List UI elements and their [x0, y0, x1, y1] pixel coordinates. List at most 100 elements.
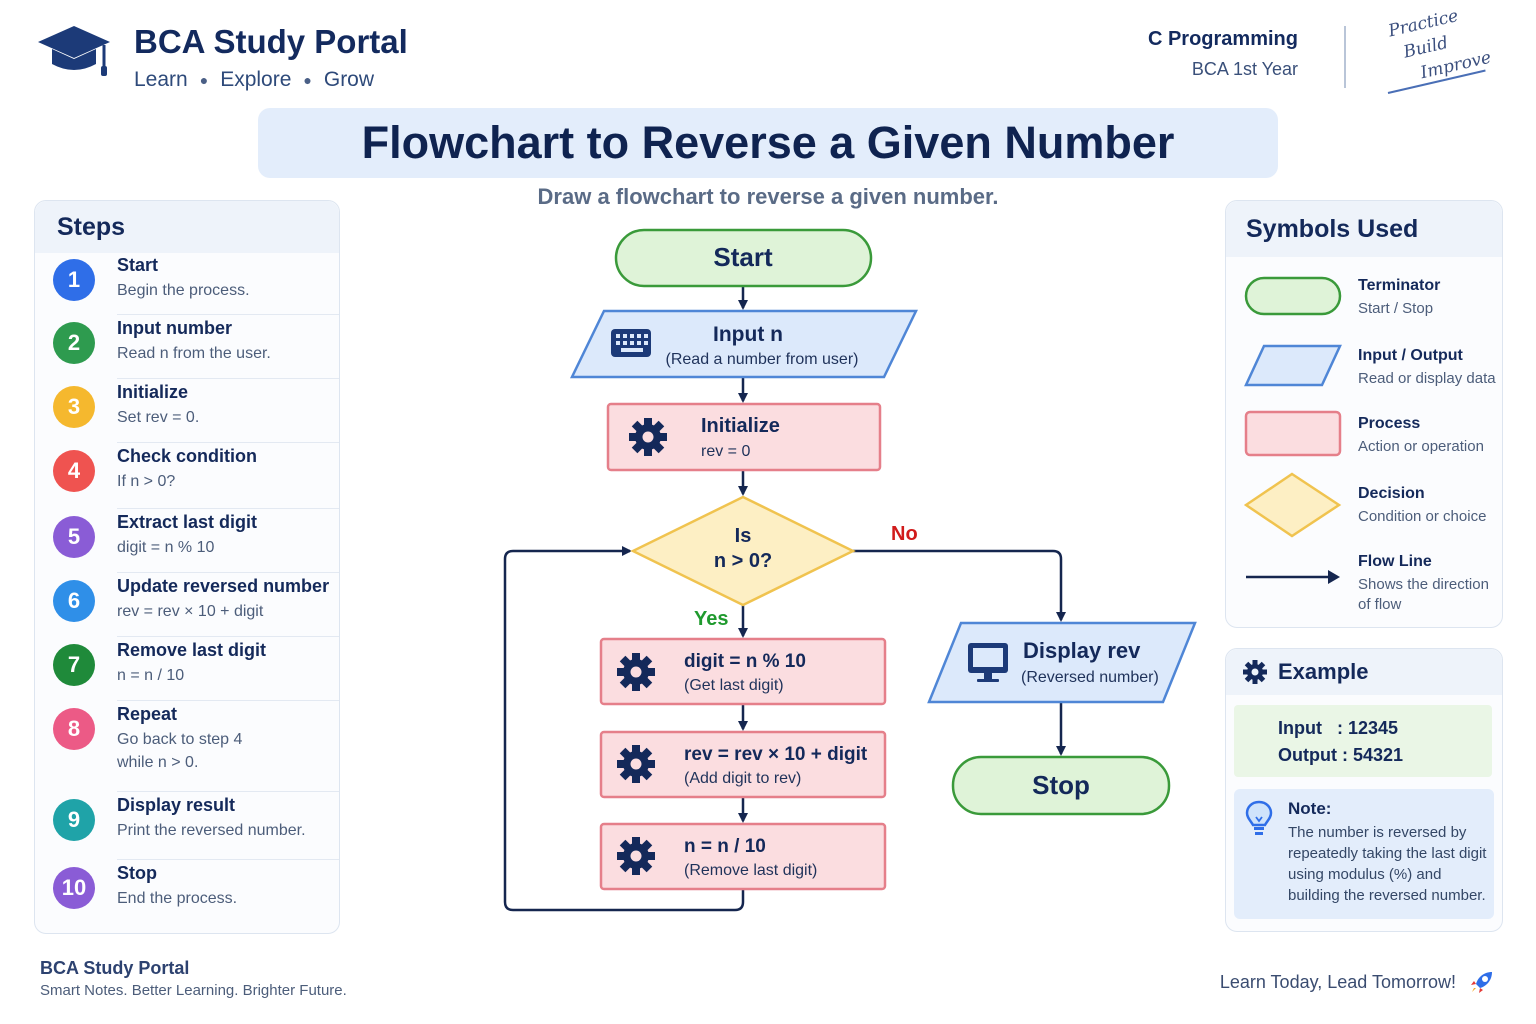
input-subtitle: (Read a number from user) [666, 351, 859, 368]
example-panel: Example Input : 12345 Output : 54321 Not… [1225, 648, 1503, 932]
flow-line-loop-back [503, 546, 745, 912]
page-title: Flowchart to Reverse a Given Number [361, 117, 1175, 168]
step-title: Stop [117, 863, 157, 883]
step-number-badge: 1 [53, 259, 95, 301]
decision-line2: n > 0? [714, 550, 772, 572]
p1-title: digit = n % 10 [684, 651, 806, 672]
step-title: Start [117, 255, 159, 275]
decision-line1: Is [735, 525, 752, 547]
p3-title: n = n / 10 [684, 836, 766, 857]
step-description: digit = n % 10 [117, 539, 215, 556]
step-number-badge: 9 [53, 799, 95, 841]
step-description: If n > 0? [117, 473, 176, 490]
no-label: No [891, 523, 918, 545]
display-subtitle: (Reversed number) [1021, 669, 1159, 686]
symbol-desc: Action or operation [1358, 438, 1484, 455]
initialize-process: Initialize rev = 0 [606, 402, 882, 472]
stop-label: Stop [1032, 770, 1090, 800]
symbols-panel: Symbols Used Terminator Start / Stop Inp… [1225, 200, 1503, 628]
init-subtitle: rev = 0 [701, 443, 750, 460]
arrow-icon [1246, 570, 1340, 584]
decision-node: Is n > 0? [630, 495, 856, 607]
p1-subtitle: (Get last digit) [684, 677, 784, 694]
example-heading: Example [1278, 659, 1369, 684]
course-title: C Programming [1147, 28, 1298, 50]
symbol-title: Flow Line [1358, 553, 1432, 570]
symbol-title: Decision [1358, 485, 1425, 502]
display-title: Display rev [1023, 638, 1141, 663]
step-number-badge: 3 [53, 386, 95, 428]
footer-motto-text: Learn Today, Lead Tomorrow! [1219, 971, 1456, 992]
step-divider [117, 314, 339, 315]
step-divider [117, 859, 339, 860]
step-number-badge: 10 [53, 867, 95, 909]
step-number-badge: 2 [53, 322, 95, 364]
step-description: Go back to step 4 while n > 0. [117, 731, 243, 771]
gear-icon [1243, 660, 1267, 684]
flow-lines [503, 286, 1066, 912]
step-divider [117, 572, 339, 573]
yes-label: Yes [694, 608, 728, 630]
symbol-desc: Read or display data [1358, 370, 1496, 387]
step-number-badge: 5 [53, 516, 95, 558]
symbol-desc: Shows the direction of flow [1358, 576, 1489, 613]
lightbulb-icon [1245, 800, 1273, 835]
note-title: Note: [1288, 799, 1332, 818]
step-title: Initialize [117, 382, 189, 402]
process-extract-digit: digit = n % 10 (Get last digit) [599, 637, 887, 706]
steps-heading: Steps [35, 201, 339, 253]
diamond-shape [1244, 472, 1342, 538]
terminator-shape [1244, 276, 1342, 316]
step-title: Update reversed number [117, 576, 330, 596]
tagline-learn: Learn [134, 68, 188, 91]
monitor-icon [968, 643, 1008, 682]
tagline-dot: ● [303, 72, 312, 88]
display-node: Display rev (Reversed number) [927, 621, 1197, 704]
step-divider [117, 508, 339, 509]
step-description: n = n / 10 [117, 667, 185, 684]
rocket-icon [1471, 972, 1492, 993]
gear-icon [617, 745, 655, 783]
course-info: C Programming BCA 1st Year [1148, 28, 1298, 80]
rectangle-shape [1244, 410, 1342, 457]
step-description: Print the reversed number. [117, 822, 306, 839]
step-description: Begin the process. [117, 282, 250, 299]
flow-line-no-branch [853, 549, 1066, 622]
symbol-title: Input / Output [1358, 347, 1463, 364]
step-title: Display result [117, 795, 236, 815]
p3-subtitle: (Remove last digit) [684, 862, 817, 879]
step-divider [117, 636, 339, 637]
brand-tagline: Learn ● Explore ● Grow [134, 68, 408, 92]
p2-subtitle: (Add digit to rev) [684, 770, 801, 787]
symbol-title: Process [1358, 415, 1421, 432]
step-description: Read n from the user. [117, 345, 271, 362]
step-description: End the process. [117, 890, 238, 907]
title-banner: Flowchart to Reverse a Given Number [258, 108, 1278, 178]
init-title: Initialize [701, 415, 780, 437]
step-description: rev = rev × 10 + digit [117, 603, 264, 620]
symbol-desc: Start / Stop [1358, 300, 1434, 317]
symbols-heading: Symbols Used [1226, 201, 1502, 257]
page-subtitle: Draw a flowchart to reverse a given numb… [537, 184, 999, 209]
tagline-grow: Grow [323, 68, 375, 91]
note-text: The number is reversed by repeatedly tak… [1288, 824, 1487, 904]
tagline-dot: ● [199, 72, 209, 88]
tagline-explore: Explore [220, 68, 292, 91]
gear-icon [617, 837, 655, 875]
symbol-title: Terminator [1358, 277, 1441, 294]
graduation-cap-icon [38, 26, 110, 76]
example-input: Input : 12345 [1278, 718, 1399, 738]
footer-tagline: Smart Notes. Better Learning. Brighter F… [40, 982, 347, 999]
step-number-badge: 7 [53, 644, 95, 686]
start-terminator: Start [614, 228, 873, 288]
example-output: Output : 54321 [1278, 745, 1404, 765]
parallelogram-shape [1244, 344, 1342, 387]
step-divider [117, 378, 339, 379]
note-box: Note: The number is reversed by repeated… [1234, 789, 1494, 919]
start-label: Start [713, 242, 773, 272]
step-divider [117, 442, 339, 443]
step-title: Check condition [117, 446, 258, 466]
gear-icon [629, 418, 667, 456]
